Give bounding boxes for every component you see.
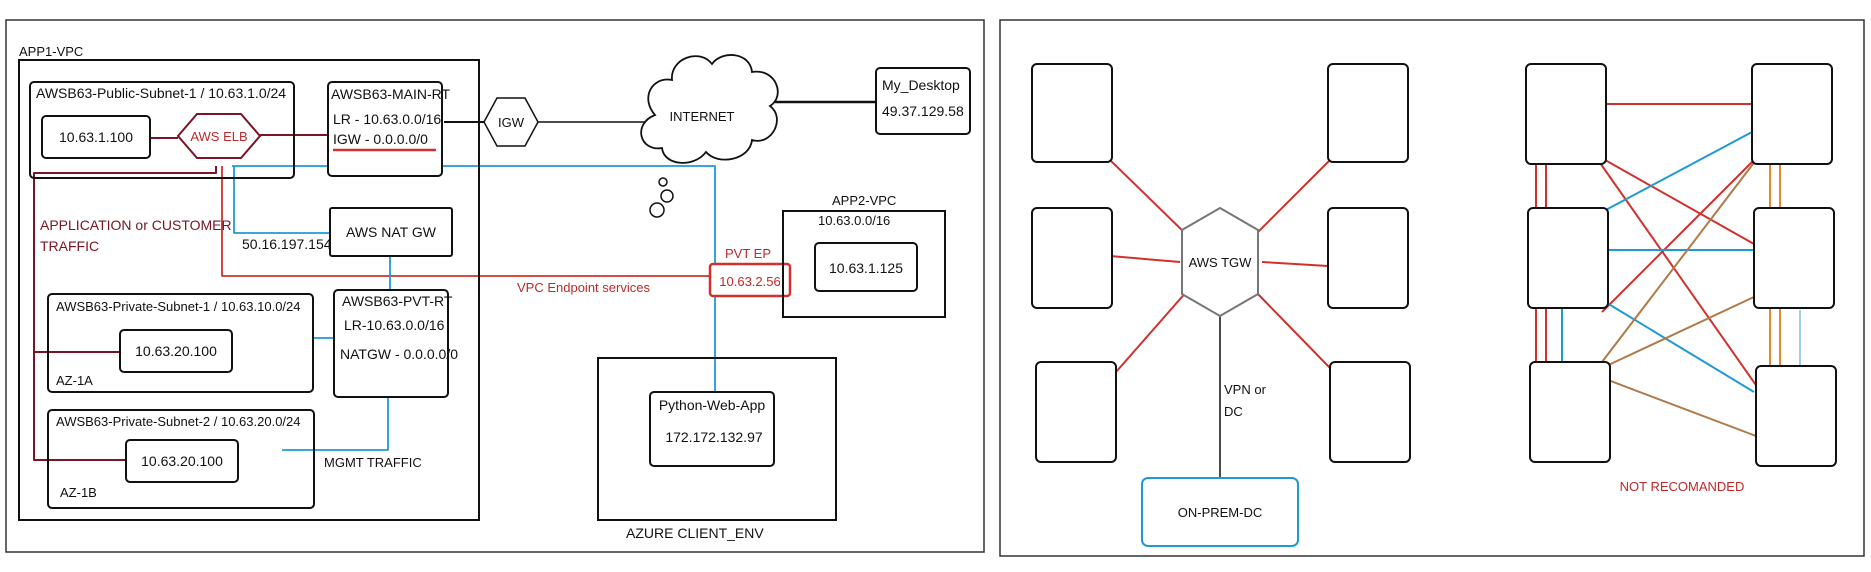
private-subnet2-instance-box [125,439,239,483]
private-subnet1-instance-ip: 10.63.20.100 [135,343,217,359]
internet-cloud [640,54,779,164]
application-traffic-line [33,166,217,461]
mgmt-traffic-line [282,397,389,451]
python-app-box [649,391,775,467]
igw-hexagon [483,97,539,147]
elb-to-nat-line [232,165,330,234]
mesh-line [1597,155,1755,245]
main-rt-route-igw: IGW - 0.0.0.0/0 [333,131,428,147]
tgw-vpc-box [1327,207,1409,309]
aws-tgw-label: AWS TGW [1189,255,1253,270]
pvt-rt-box [333,289,449,398]
pvt-ep-box [708,262,792,298]
onprem-dc-box [1141,477,1299,547]
mesh-line [1597,159,1759,389]
private-subnet1-label: AWSB63-Private-Subnet-1 / 10.63.10.0/24 [56,299,301,314]
pvt-ep-label: PVT EP [725,246,771,261]
tgw-spoke-lines [1109,159,1331,480]
pvt-ep-ip: 10.63.2.56 [719,274,780,289]
left-panel-vpc-architecture: APP1-VPC AWSB63-Public-Subnet-1 / 10.63.… [5,19,985,553]
internet-cloud-bubble [649,202,665,218]
az-1b-label: AZ-1B [60,485,97,500]
python-app-name: Python-Web-App [659,397,766,413]
mesh-vpc-box [1755,365,1837,467]
vpn-label-2: DC [1224,404,1243,419]
private-subnet1-instance-box [119,329,233,373]
python-app-ip: 172.172.132.97 [665,429,763,445]
mesh-vpc-box [1529,361,1611,463]
az-1a-label: AZ-1A [56,373,93,388]
application-traffic-label: APPLICATION or CUSTOMER [40,217,232,233]
desktop-box [875,67,971,135]
public-subnet-label: AWSB63-Public-Subnet-1 / 10.63.1.0/24 [36,85,286,101]
aws-elb-hexagon [176,113,262,159]
vpc2-box [782,210,946,318]
vpc2-instance-ip: 10.63.1.125 [829,260,903,276]
mesh-vpc-box [1751,63,1833,165]
tgw-spoke-line [1109,255,1181,263]
private-subnet1-box [47,293,314,393]
vpc1-box [18,59,480,521]
public-instance-box [41,115,151,159]
tgw-vpc-box [1031,63,1113,163]
nat-public-ip: 50.16.197.154 [242,236,332,252]
main-rt-route-local: LR - 10.63.0.0/16 [333,111,441,127]
mesh-vpc-box [1753,207,1835,309]
desktop-name: My_Desktop [882,77,960,93]
application-traffic-label-2: TRAFFIC [40,238,99,254]
vpc2-cidr: 10.63.0.0/16 [818,213,890,228]
right-panel-frame [999,19,1865,557]
main-rt-box [327,81,443,177]
onprem-dc-label: ON-PREM-DC [1178,505,1263,520]
mesh-line [1607,379,1757,437]
public-subnet-box [29,81,295,179]
mesh-line [1601,131,1753,213]
mesh-line [1601,155,1759,313]
vpc-endpoint-label: VPC Endpoint services [517,280,650,295]
pvt-rt-route-natgw: NATGW - 0.0.0.0/0 [340,346,458,362]
aws-tgw-hexagon [1181,206,1259,318]
aws-elb-label: AWS ELB [190,129,247,144]
tgw-vpc-box [1031,207,1113,309]
nat-gw-box [329,207,453,257]
private-subnet2-box [47,409,315,509]
azure-env-box [597,357,837,521]
tgw-spoke-line [1115,289,1189,373]
mesh-line [1601,159,1757,363]
mgmt-traffic-label: MGMT TRAFFIC [324,455,422,470]
tgw-spoke-line [1253,159,1331,237]
tgw-vpc-box [1329,361,1411,463]
tgw-spoke-line [1109,159,1189,237]
mesh-vpc-box [1527,207,1609,309]
vpc1-label: APP1-VPC [19,44,83,59]
mesh-line [1601,295,1757,369]
pvt-rt-title: AWSB63-PVT-RT [342,293,453,309]
vpc2-label: APP2-VPC [832,193,896,208]
azure-env-label: AZURE CLIENT_ENV [626,525,764,541]
mesh-line [1601,299,1755,393]
vpc2-instance-box [814,242,918,292]
not-recommended-label: NOT RECOMANDED [1620,479,1745,494]
desktop-ip: 49.37.129.58 [882,103,964,119]
pvt-rt-route-local: LR-10.63.0.0/16 [344,317,445,333]
private-subnet2-instance-ip: 10.63.20.100 [141,453,223,469]
tgw-vpc-box [1327,63,1409,163]
vpc-endpoint-line [221,166,712,277]
internet-label: INTERNET [670,109,735,124]
nat-gw-label: AWS NAT GW [346,224,437,240]
mesh-vpc-box [1525,63,1607,165]
main-rt-title: AWSB63-MAIN-RT [331,86,450,102]
igw-label: IGW [498,115,525,130]
tgw-vpc-box [1035,361,1117,463]
internet-cloud-bubble [660,189,674,203]
vpn-label: VPN or [1224,382,1267,397]
private-subnet2-label: AWSB63-Private-Subnet-2 / 10.63.20.0/24 [56,414,301,429]
right-panel-tgw-comparison: AWS TGW VPN or DC ON-PREM-DC [999,19,1865,557]
tgw-spoke-line [1261,261,1329,267]
tgw-spoke-line [1253,289,1331,369]
internet-cloud-bubble [658,177,668,187]
public-instance-ip: 10.63.1.100 [59,129,133,145]
